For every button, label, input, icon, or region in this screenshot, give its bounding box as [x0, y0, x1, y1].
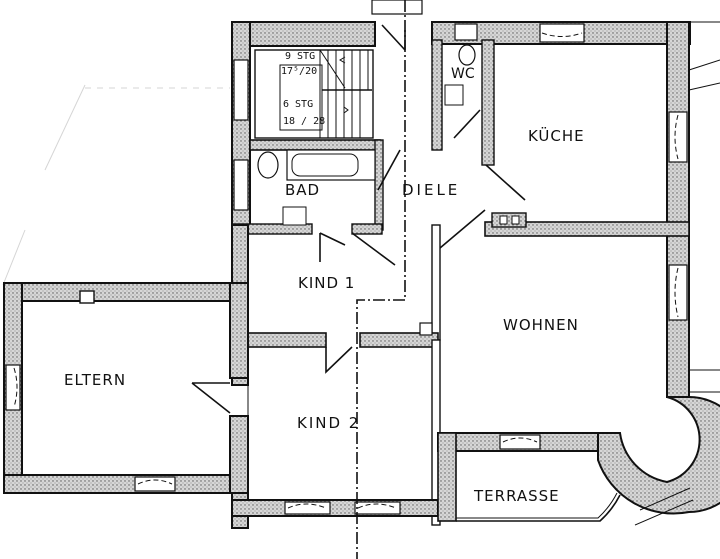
room-label-diele: DIELE	[402, 181, 461, 199]
stair-lower-steps: 6 STG	[283, 99, 314, 110]
stair-upper-ratio: 17⁵/20	[281, 66, 318, 77]
staircase[interactable]	[254, 0, 423, 139]
room-label-eltern: ELTERN	[64, 371, 127, 389]
room-label-wohnen: WOHNEN	[503, 316, 579, 334]
windows	[5, 23, 694, 526]
room-label-wc: WC	[451, 66, 475, 82]
fixtures	[257, 44, 476, 226]
stair-upper-steps: 9 STG	[285, 51, 316, 62]
center-axis	[356, 0, 406, 559]
terrace-edge	[688, 21, 720, 393]
stair-lower-ratio: 18 / 28	[283, 116, 326, 127]
room-label-terrasse: TERRASSE	[474, 487, 560, 505]
room-label-kueche: KÜCHE	[528, 127, 585, 145]
room-label-bad: BAD	[285, 181, 321, 199]
room-label-kind2: KIND 2	[297, 414, 361, 432]
doors	[191, 109, 621, 522]
pencil-marks	[2, 84, 230, 286]
room-label-kind1: KIND 1	[298, 274, 356, 292]
